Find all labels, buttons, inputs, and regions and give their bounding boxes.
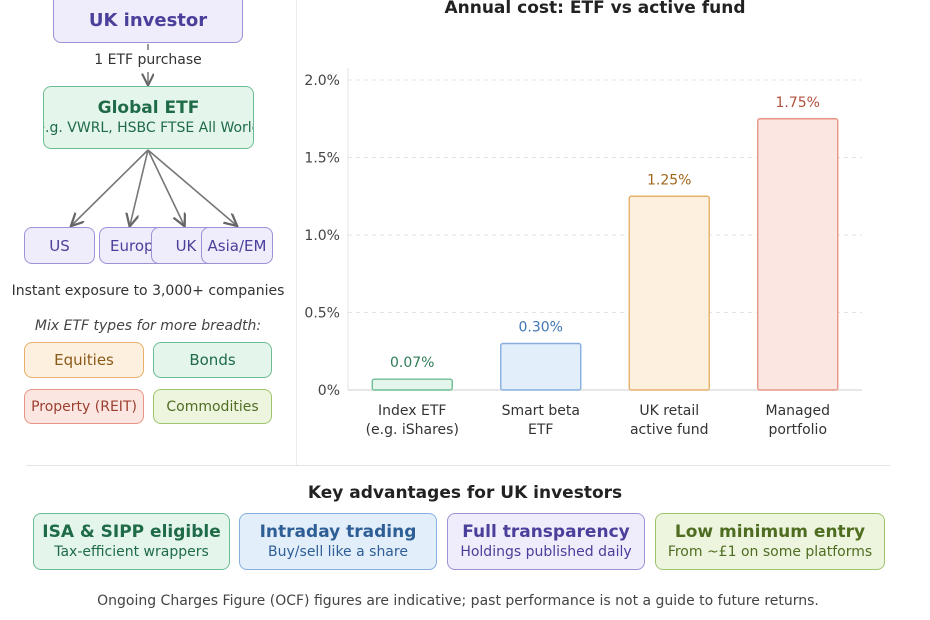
x-tick-label: ETF <box>528 422 553 438</box>
advantage-intraday-title: Intraday trading <box>259 521 417 542</box>
bar-value-label: 1.75% <box>776 95 820 111</box>
bar <box>500 342 582 391</box>
x-tick-label: Managed <box>766 403 831 419</box>
region-asia-em: Asia/EM <box>201 227 273 264</box>
type-bonds: Bonds <box>153 342 272 378</box>
x-tick-label: (e.g. iShares) <box>366 422 459 438</box>
y-tick-label: 0.5% <box>304 306 340 322</box>
global-etf-examples: e.g. VWRL, HSBC FTSE All World <box>43 119 254 136</box>
y-tick-label: 2.0% <box>304 73 340 89</box>
flow-arrows <box>0 44 300 280</box>
x-tick-label: Smart beta <box>502 403 580 419</box>
type-property: Property (REIT) <box>24 389 144 424</box>
advantage-isa-title: ISA & SIPP eligible <box>42 521 221 542</box>
global-etf-box: Global ETF e.g. VWRL, HSBC FTSE All Worl… <box>43 86 254 149</box>
arrow-us <box>72 149 149 225</box>
advantage-transparency-title: Full transparency <box>462 521 630 542</box>
advantage-intraday-sub: Buy/sell like a share <box>268 543 408 560</box>
bar-value-label: 0.30% <box>519 320 563 336</box>
type-commodities-label: Commodities <box>166 398 259 415</box>
advantage-low-min-sub: From ~£1 on some platforms <box>667 543 873 560</box>
bar <box>628 195 710 391</box>
investor-label: UK investor <box>88 10 208 31</box>
advantage-card-transparency: Full transparency Holdings published dai… <box>447 513 645 570</box>
region-us-label: US <box>49 236 70 255</box>
region-uk-label: UK <box>175 236 197 255</box>
mix-label: Mix ETF types for more breadth: <box>34 318 262 334</box>
chart-title: Annual cost: ETF vs active fund <box>444 0 746 18</box>
y-tick-label: 1.5% <box>304 151 340 167</box>
advantages-title: Key advantages for UK investors <box>307 483 623 503</box>
y-tick-label: 1.0% <box>304 228 340 244</box>
advantage-transparency-sub: Holdings published daily <box>460 543 632 560</box>
footer-note: Ongoing Charges Figure (OCF) figures are… <box>97 593 819 609</box>
arrow-europe <box>130 149 149 225</box>
advantage-card-low-minimum: Low minimum entry From ~£1 on some platf… <box>655 513 885 570</box>
exposure-text: Instant exposure to 3,000+ companies <box>11 283 285 299</box>
advantage-low-min-title: Low minimum entry <box>674 521 866 542</box>
bar-value-label: 0.07% <box>390 355 434 371</box>
type-bonds-label: Bonds <box>189 351 236 369</box>
region-asia-em-label: Asia/EM <box>207 236 267 255</box>
arrow-asia <box>147 149 236 225</box>
advantage-card-intraday: Intraday trading Buy/sell like a share <box>239 513 437 570</box>
x-tick-label: Index ETF <box>378 403 446 419</box>
arrow-uk <box>147 149 184 225</box>
purchase-label: 1 ETF purchase <box>68 52 228 68</box>
type-equities-label: Equities <box>54 351 114 369</box>
bar <box>371 378 453 391</box>
x-tick-label: UK retail <box>639 403 699 419</box>
type-commodities: Commodities <box>153 389 272 424</box>
region-europe-label: Europ <box>110 236 154 255</box>
vertical-divider <box>296 0 297 466</box>
advantage-isa-sub: Tax-efficient wrappers <box>54 543 209 560</box>
bar <box>757 118 839 391</box>
investor-box: UK investor <box>53 0 243 43</box>
global-etf-title: Global ETF <box>97 97 200 118</box>
cost-bar-chart: 0% 0.5% 1.0% 1.5% 2.0% 0.07% Index ETF (e.g. iS… <box>304 68 862 438</box>
y-tick-label: 0% <box>318 383 340 399</box>
x-tick-label: active fund <box>630 422 709 438</box>
bar-value-label: 1.25% <box>647 172 691 188</box>
type-property-label: Property (REIT) <box>31 398 137 415</box>
type-equities: Equities <box>24 342 144 378</box>
advantage-card-isa: ISA & SIPP eligible Tax-efficient wrappe… <box>33 513 230 570</box>
horizontal-divider <box>26 465 890 466</box>
region-us: US <box>24 227 95 264</box>
x-tick-label: portfolio <box>768 422 827 438</box>
